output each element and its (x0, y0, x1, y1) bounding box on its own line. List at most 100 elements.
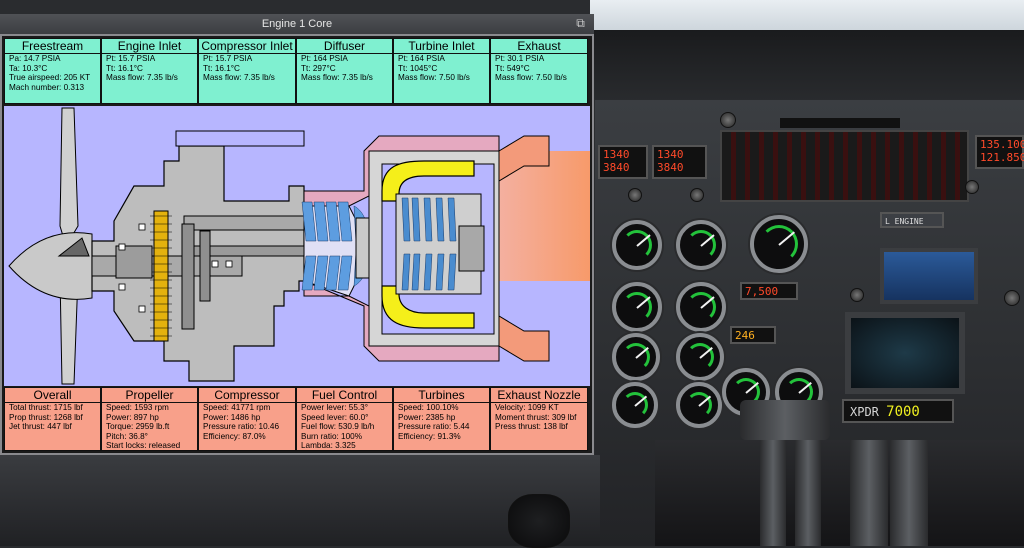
panel-diffuser: Diffuser Pt: 164 PSIA Tt: 297°C Mass flo… (296, 38, 393, 104)
panel-line: Power: 2385 hp (398, 412, 456, 422)
lower-panel (0, 455, 600, 546)
transponder-label: XPDR (850, 405, 879, 419)
panel-line: Tt: 549°C (495, 63, 530, 73)
panel-line: Tt: 16.1°C (203, 63, 240, 73)
condition-lever-1[interactable] (850, 440, 888, 546)
panel-line: Speed: 1593 rpm (106, 403, 169, 412)
panel-line: Efficiency: 87.0% (203, 431, 266, 441)
engine-select-placard: L ENGINE (880, 212, 944, 228)
turbine-hub (458, 225, 485, 272)
throttle-pedestal (655, 440, 1024, 546)
engine-gauge-7 (612, 382, 658, 428)
panel-line: Total thrust: 1715 lbf (9, 403, 83, 412)
panel-line: Ta: 10.3°C (9, 63, 48, 73)
throttle-lever-2[interactable] (795, 440, 821, 546)
glareshield (590, 30, 1024, 110)
engine-cutaway-diagram (4, 106, 590, 386)
exhaust-nozzle-top (498, 135, 550, 182)
combustor-liner-bottom (381, 285, 475, 329)
panel-freestream: Freestream Pa: 14.7 PSIA Ta: 10.3°C True… (4, 38, 101, 104)
panel-turbine-inlet: Turbine Inlet Pt: 164 PSIA Tt: 1045°C Ma… (393, 38, 490, 104)
panel-title: Diffuser (297, 39, 392, 54)
exhaust-nozzle-bottom (498, 315, 550, 362)
panel-line: Start locks: released (106, 441, 181, 451)
lcd-mid-line1: 1340 (657, 148, 684, 161)
spinner-cutout (57, 237, 90, 257)
panel-turbines: Turbines Speed: 100.10% Power: 2385 hp P… (393, 387, 490, 451)
condition-lever-2[interactable] (890, 440, 928, 546)
panel-compressor-inlet: Compressor Inlet Pt: 15.7 PSIA Tt: 16.1°… (198, 38, 296, 104)
knob-6[interactable] (1004, 290, 1020, 306)
knob-2[interactable] (628, 188, 642, 202)
window-titlebar[interactable]: Engine 1 Core ⧉ (0, 14, 594, 34)
annunciator-header (780, 118, 900, 128)
knob-5[interactable] (965, 180, 979, 194)
panel-line: Pt: 164 PSIA (301, 54, 348, 63)
engine-gauge-1 (612, 220, 662, 270)
panel-line: Power: 1486 hp (203, 412, 261, 422)
panel-line: Jet thrust: 447 lbf (9, 422, 72, 432)
combustor-liner-top (381, 160, 475, 202)
panel-title: Exhaust (491, 39, 587, 54)
engine-core-window: Engine 1 Core ⧉ Freestream Pa: 14.7 PSIA… (0, 14, 594, 455)
panel-title: Turbine Inlet (394, 39, 489, 54)
idler-gear (199, 230, 211, 302)
knob-3[interactable] (690, 188, 704, 202)
heading-display: 246 (730, 326, 776, 344)
panel-title: Overall (5, 388, 100, 403)
panel-title: Turbines (394, 388, 489, 403)
gear-teeth (150, 215, 172, 337)
altitude-select-value: 7,500 (745, 285, 779, 298)
panel-title: Compressor Inlet (199, 39, 295, 54)
window-title: Engine 1 Core (261, 18, 333, 30)
centrifugal-impeller (355, 217, 371, 279)
panel-line: Pitch: 36.8° (106, 431, 148, 441)
panel-line: True airspeed: 205 KT (9, 73, 91, 83)
power-lever[interactable] (740, 400, 830, 440)
engine-gauge-6 (676, 333, 724, 381)
lcd-display-radio: 135.100 121.850 (975, 135, 1024, 169)
gps-navigator-screen[interactable] (880, 248, 978, 304)
engine-label: L ENGINE (885, 217, 924, 226)
annunciator-panel (720, 130, 969, 202)
panel-line: Press thrust: 138 lbf (495, 422, 568, 432)
altitude-select-display: 7,500 (740, 282, 798, 300)
panel-compressor: Compressor Speed: 41771 rpm Power: 1486 … (198, 387, 296, 451)
panel-overall: Overall Total thrust: 1715 lbf Prop thru… (4, 387, 101, 451)
panel-line: Mach number: 0.313 (9, 82, 85, 92)
panel-exhaust-nozzle: Exhaust Nozzle Velocity: 1099 KT Moment … (490, 387, 588, 451)
engine-gauge-5 (612, 333, 660, 381)
panel-line: Velocity: 1099 KT (495, 403, 559, 412)
engine-gauge-4 (676, 282, 726, 332)
panel-title: Propeller (102, 388, 197, 403)
window-content: Freestream Pa: 14.7 PSIA Ta: 10.3°C True… (2, 36, 592, 453)
yoke[interactable] (508, 494, 570, 548)
knob-1[interactable] (720, 112, 736, 128)
lcd-left-line1: 1340 (603, 148, 630, 161)
multifunction-display (845, 312, 965, 394)
panel-line: Mass flow: 7.50 lb/s (495, 73, 567, 83)
propeller-blade-upper (59, 107, 79, 248)
panel-engine-inlet: Engine Inlet Pt: 15.7 PSIA Tt: 16.1°C Ma… (101, 38, 198, 104)
knob-4[interactable] (850, 288, 864, 302)
gear-bearing (115, 245, 153, 279)
panel-fuel-control: Fuel Control Power lever: 55.3° Speed le… (296, 387, 393, 451)
engine-gauge-2 (676, 220, 726, 270)
panel-line: Pressure ratio: 5.44 (398, 422, 470, 432)
transponder[interactable]: XPDR 7000 (842, 399, 954, 423)
panel-line: Tt: 1045°C (398, 63, 438, 73)
maximize-icon[interactable]: ⧉ (576, 16, 585, 30)
engine-cutaway-svg (8, 107, 590, 385)
lcd-display-middle: 1340 3840 (652, 145, 707, 179)
panel-title: Freestream (5, 39, 100, 54)
panel-line: Lambda: 3.325 (301, 441, 356, 451)
panel-line: Tt: 16.1°C (106, 63, 143, 73)
panel-line: Pressure ratio: 10.46 (203, 422, 280, 432)
panel-line: Mass flow: 7.35 lb/s (106, 73, 178, 83)
lcd-display-left: 1340 3840 (598, 145, 648, 179)
panel-line: Power lever: 55.3° (301, 403, 368, 412)
throttle-lever-1[interactable] (760, 440, 786, 546)
engine-gauge-8 (676, 382, 722, 428)
panel-line: Pt: 15.7 PSIA (106, 54, 156, 63)
panel-line: Mass flow: 7.50 lb/s (398, 73, 470, 83)
